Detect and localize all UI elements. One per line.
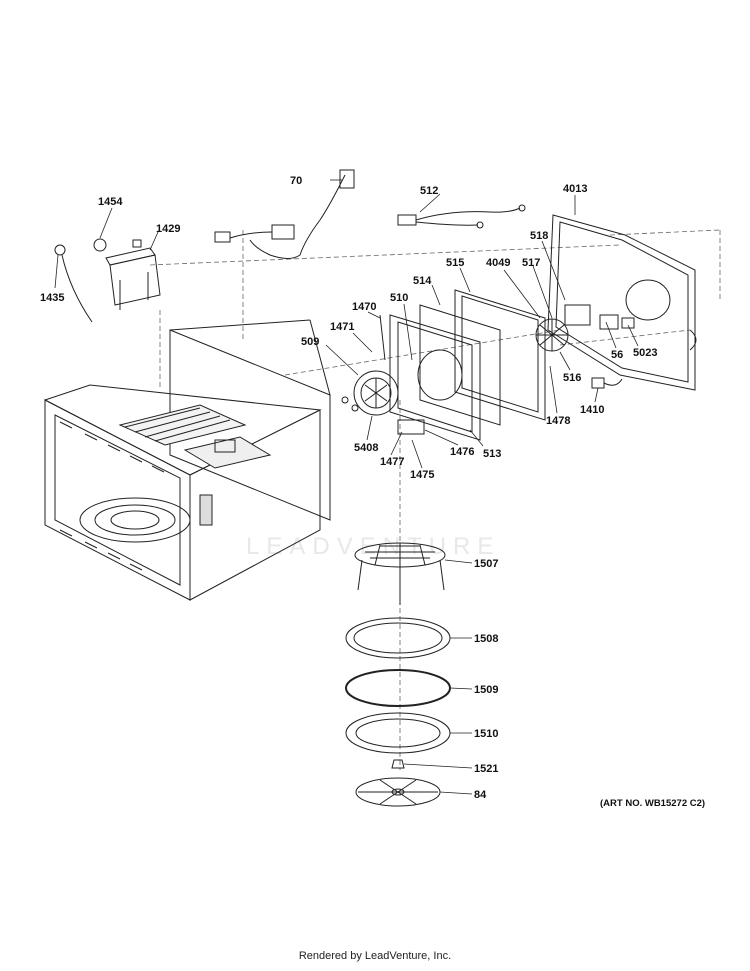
coupler-1521	[391, 759, 405, 769]
callout-1470: 1470	[352, 301, 376, 313]
callout-1478: 1478	[546, 415, 570, 427]
rear-panels	[389, 289, 546, 441]
callout-1454: 1454	[98, 196, 123, 208]
thermal-cutout-assembly	[54, 238, 161, 323]
callout-4013: 4013	[563, 183, 587, 195]
callout-5023: 5023	[633, 347, 657, 359]
callout-1507: 1507	[474, 558, 498, 570]
glass-turntable-1508	[345, 617, 451, 659]
callout-515: 515	[446, 257, 464, 269]
roller-ring-84	[355, 777, 441, 807]
callout-513: 513	[483, 448, 501, 460]
callout-509: 509	[301, 336, 319, 348]
assembly-guide-lines	[149, 229, 721, 770]
callout-1475: 1475	[410, 469, 434, 481]
convection-heater-fan	[341, 314, 425, 435]
back-panel-4013	[547, 214, 697, 391]
wire-harness-70	[214, 169, 355, 259]
callout-1476: 1476	[450, 446, 474, 458]
art-number: (ART NO. WB15272 C2)	[600, 798, 706, 809]
callout-1510: 1510	[474, 728, 498, 740]
wire-harness-512	[397, 204, 526, 229]
convection-motor-assembly	[535, 304, 635, 389]
tray-1510	[345, 712, 451, 754]
callout-1429: 1429	[156, 223, 180, 235]
callout-512: 512	[420, 185, 438, 197]
callout-56: 56	[611, 349, 623, 361]
callout-1508: 1508	[474, 633, 498, 645]
footer-credit: Rendered by LeadVenture, Inc.	[298, 950, 452, 962]
callout-1477: 1477	[380, 456, 404, 468]
callout-labels: 70 512 4013 1454 1429 1435 518 515 4049 …	[40, 175, 657, 801]
support-ring-1509	[345, 669, 451, 707]
callout-70: 70	[290, 175, 302, 187]
callout-1509: 1509	[474, 684, 498, 696]
callout-514: 514	[413, 275, 432, 287]
wire-rack-1507	[354, 542, 446, 605]
oven-cavity	[43, 319, 331, 601]
callout-1435: 1435	[40, 292, 64, 304]
callout-1521: 1521	[474, 763, 498, 775]
callout-84: 84	[474, 789, 487, 801]
callout-510: 510	[390, 292, 408, 304]
callout-4049: 4049	[486, 257, 510, 269]
callout-1410: 1410	[580, 404, 604, 416]
leader-lines	[54, 179, 639, 795]
callout-516: 516	[563, 372, 581, 384]
callout-518: 518	[530, 230, 548, 242]
callout-1471: 1471	[330, 321, 354, 333]
callout-5408: 5408	[354, 442, 378, 454]
callout-517: 517	[522, 257, 540, 269]
